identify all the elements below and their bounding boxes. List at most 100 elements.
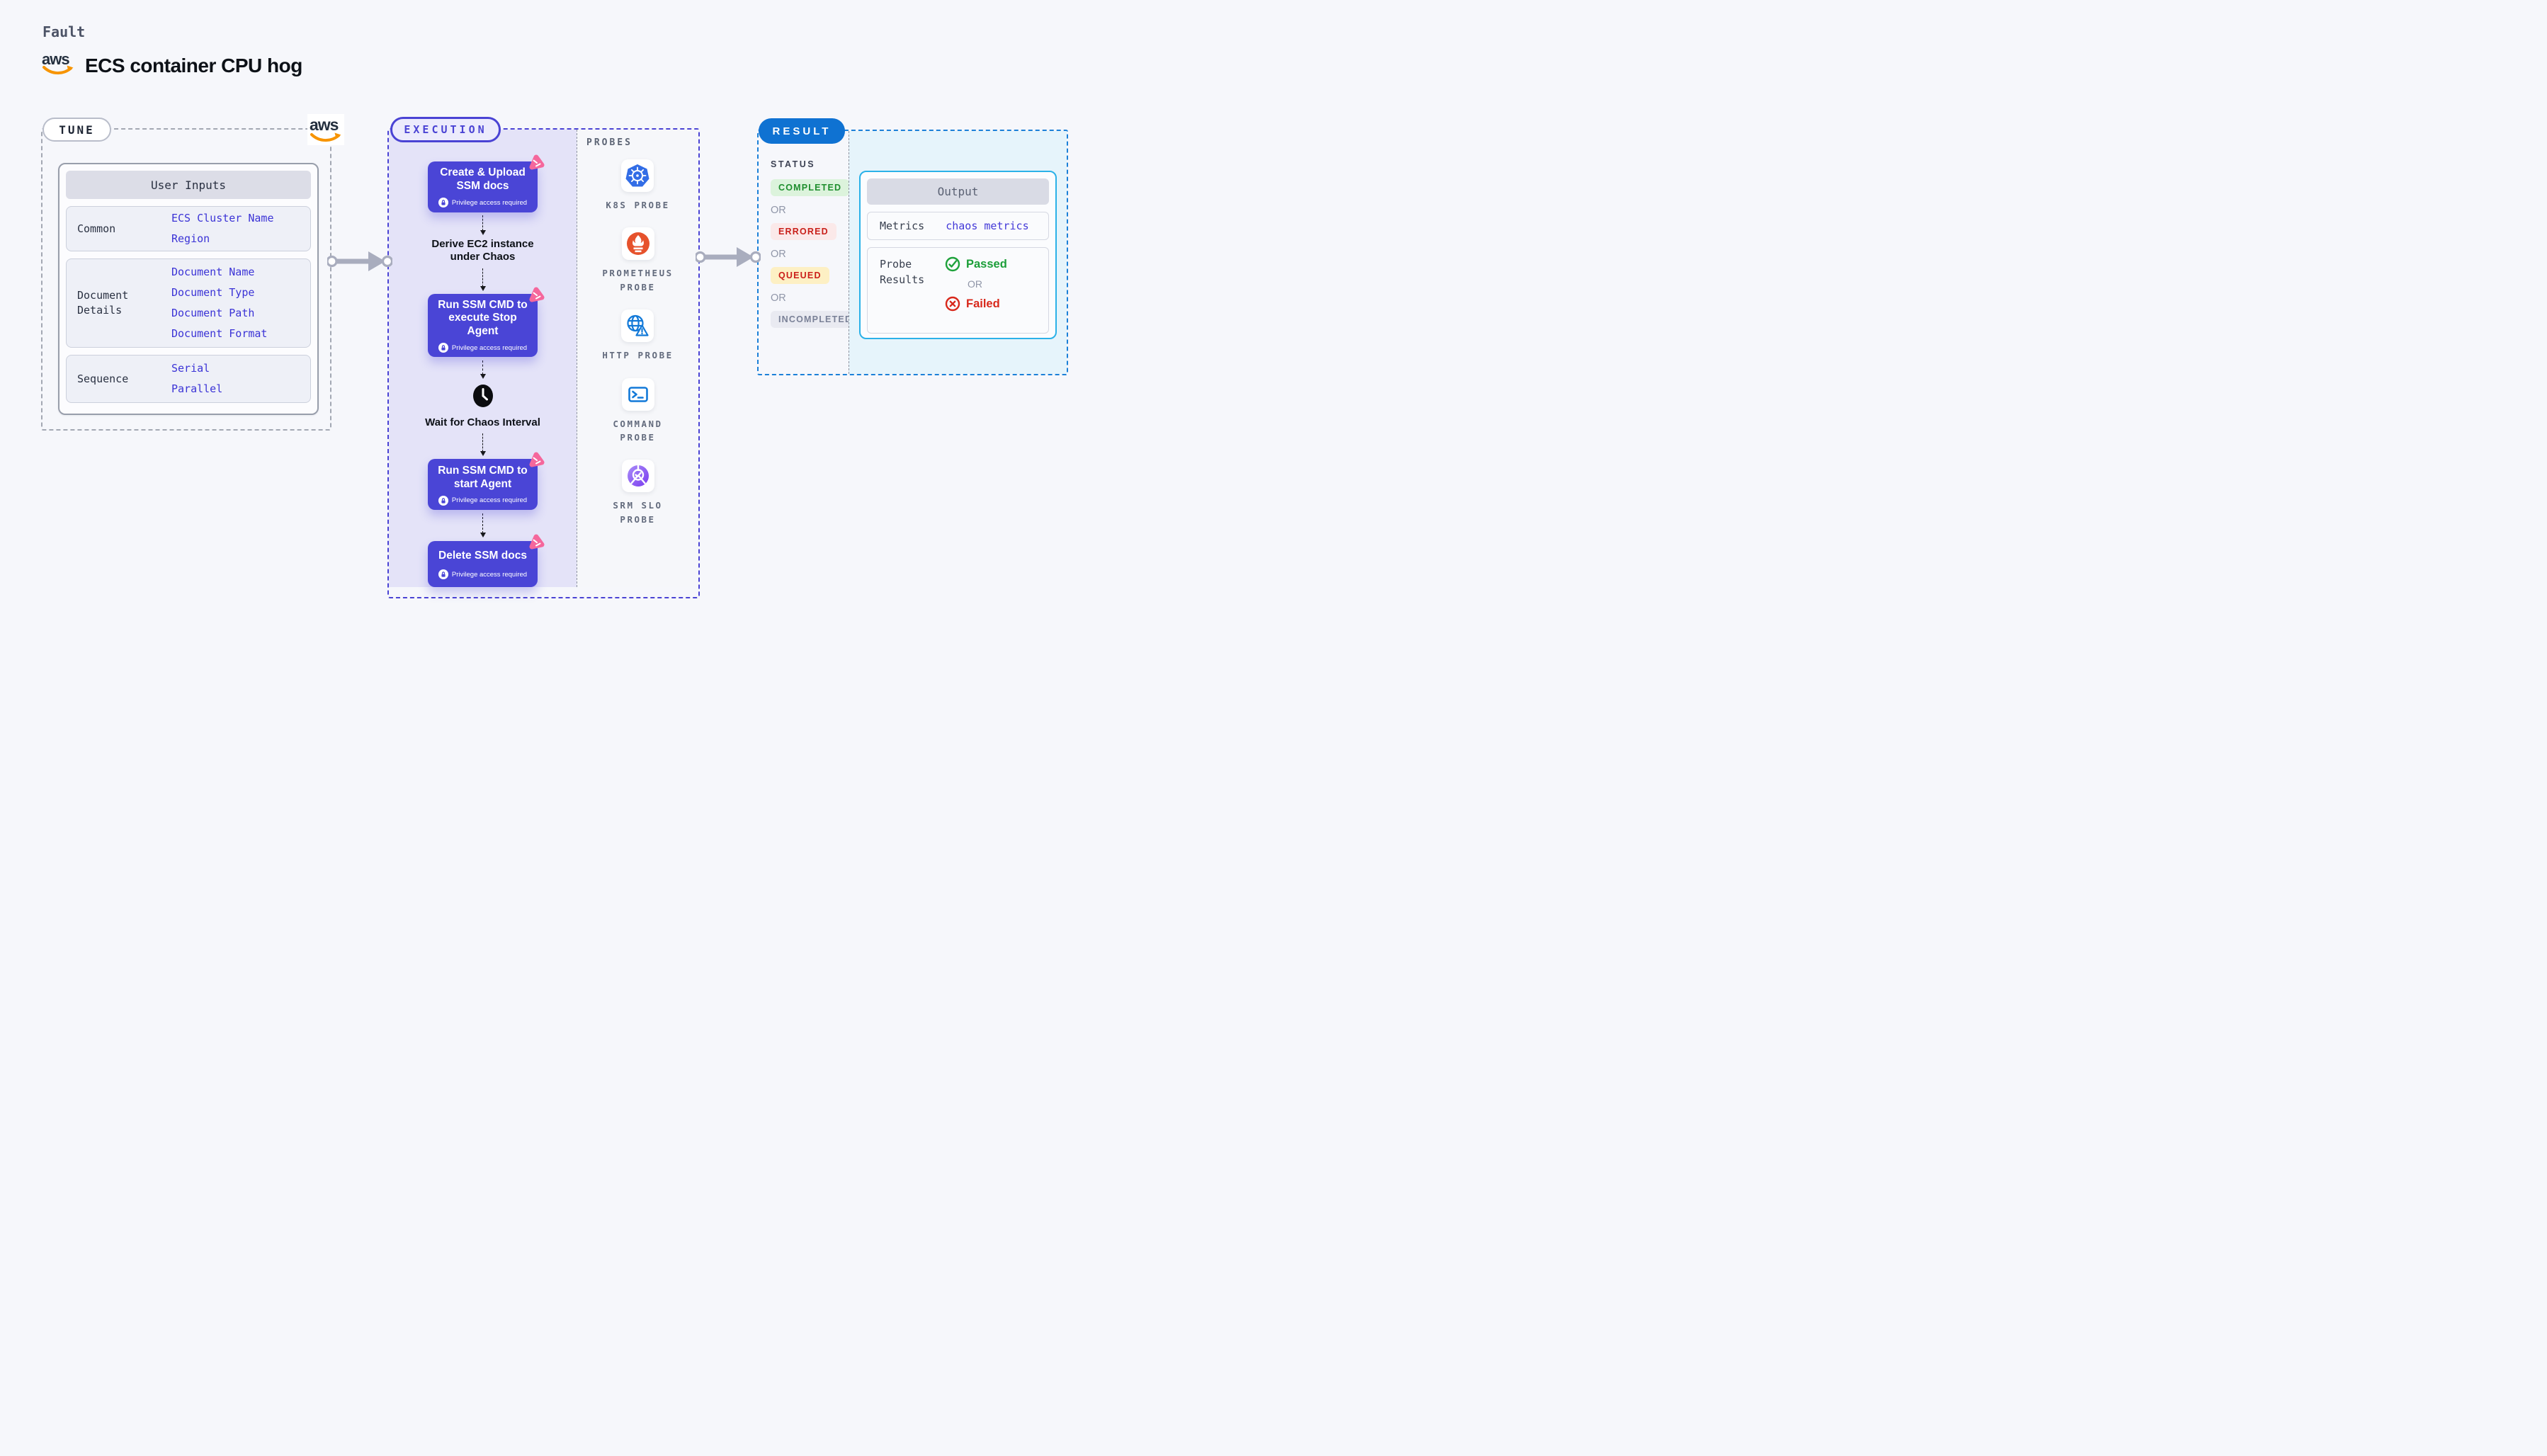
privilege-badge: Privilege access required bbox=[438, 495, 528, 506]
clock-icon bbox=[472, 383, 494, 411]
privilege-badge: Privilege access required bbox=[438, 343, 527, 353]
input-value: Document Type bbox=[171, 286, 255, 299]
input-value: Parallel bbox=[171, 382, 223, 395]
row-values: Serial Parallel bbox=[171, 356, 310, 402]
metrics-row: Metrics chaos metrics bbox=[867, 212, 1049, 240]
check-circle-icon bbox=[945, 256, 960, 272]
chaos-icon bbox=[527, 154, 545, 175]
page-title-row: aws ECS container CPU hog bbox=[41, 50, 302, 80]
privilege-text: Privilege access required bbox=[451, 343, 528, 352]
status-column: STATUS COMPLETED OR ERRORED OR QUEUED OR… bbox=[759, 131, 861, 374]
svg-text:aws: aws bbox=[310, 116, 339, 134]
input-value: Document Format bbox=[171, 327, 268, 340]
or-separator: OR bbox=[771, 249, 786, 260]
step-create-upload-ssm-docs: Create & Upload SSM docs Privilege acces… bbox=[428, 161, 538, 212]
probe-name: PROMETHEUS PROBE bbox=[602, 268, 674, 292]
svg-text:aws: aws bbox=[42, 51, 69, 68]
probe-prometheus: PROMETHEUS PROBE bbox=[596, 227, 681, 294]
row-values: Document Name Document Type Document Pat… bbox=[171, 259, 310, 347]
result-section: RESULT STATUS COMPLETED OR ERRORED OR QU… bbox=[757, 118, 1068, 375]
privilege-badge: Privilege access required bbox=[438, 569, 528, 580]
user-inputs-header: User Inputs bbox=[66, 171, 311, 199]
metrics-value: chaos metrics bbox=[946, 220, 1029, 232]
http-globe-warning-icon bbox=[621, 309, 654, 343]
tune-section: TUNE aws User Inputs Common ECS Cluster … bbox=[41, 114, 344, 431]
user-inputs-row-document-details: Document Details Document Name Document … bbox=[66, 258, 311, 348]
execution-section: EXECUTION Create & Upload SSM docs Privi… bbox=[387, 117, 700, 598]
row-values: ECS Cluster Name Region bbox=[171, 207, 310, 251]
execution-to-result-arrow-icon bbox=[694, 244, 762, 273]
user-inputs-row-sequence: Sequence Serial Parallel bbox=[66, 355, 311, 403]
probe-name: HTTP PROBE bbox=[602, 350, 674, 361]
probe-results-values: Passed OR Failed bbox=[945, 256, 1007, 333]
privilege-text: Privilege access required bbox=[451, 570, 528, 579]
failed-line: Failed bbox=[945, 296, 1007, 312]
step-run-ssm-cmd-start-agent: Run SSM CMD to start Agent Privilege acc… bbox=[428, 459, 538, 511]
or-separator: OR bbox=[771, 205, 786, 216]
row-label: Sequence bbox=[77, 372, 129, 385]
flow-connector-icon bbox=[480, 215, 486, 235]
step-delete-ssm-docs: Delete SSM docs Privilege access require… bbox=[428, 541, 538, 588]
chaos-icon bbox=[527, 286, 545, 307]
step-title: Run SSM CMD to execute Stop Agent bbox=[438, 298, 528, 338]
lock-icon bbox=[438, 343, 448, 353]
prometheus-icon bbox=[621, 227, 654, 261]
execution-steps-column: Create & Upload SSM docs Privilege acces… bbox=[389, 130, 577, 588]
page-title: ECS container CPU hog bbox=[85, 54, 302, 76]
chaos-icon bbox=[527, 533, 545, 554]
input-value: Region bbox=[171, 232, 210, 245]
row-label: Document Details bbox=[77, 289, 129, 317]
probes-label: PROBES bbox=[586, 137, 633, 148]
flow-connector-icon bbox=[480, 268, 486, 292]
privilege-badge: Privilege access required bbox=[438, 198, 528, 208]
tune-to-execution-arrow-icon bbox=[326, 249, 394, 278]
fault-diagram: Fault aws ECS container CPU hog TUNE aws… bbox=[0, 0, 1091, 623]
privilege-text: Privilege access required bbox=[451, 496, 528, 505]
input-value: Document Path bbox=[171, 307, 255, 319]
user-inputs-row-common: Common ECS Cluster Name Region bbox=[66, 206, 311, 251]
or-separator: OR bbox=[771, 292, 786, 304]
kubernetes-icon bbox=[621, 159, 654, 192]
or-separator: OR bbox=[968, 278, 982, 290]
user-inputs-card: User Inputs Common ECS Cluster Name Regi… bbox=[58, 163, 319, 415]
input-value: ECS Cluster Name bbox=[171, 212, 274, 224]
chaos-icon bbox=[527, 451, 545, 472]
fault-kicker: Fault bbox=[42, 23, 86, 40]
step-wait-chaos-interval: Wait for Chaos Interval bbox=[425, 416, 540, 428]
input-value: Serial bbox=[171, 362, 210, 375]
status-badge-errored: ERRORED bbox=[771, 223, 836, 240]
probe-command: COMMAND PROBE bbox=[596, 377, 681, 445]
status-badge-incompleted: INCOMPLETED bbox=[771, 311, 861, 328]
lock-icon bbox=[438, 495, 448, 506]
probe-srm-slo: SRM SLO PROBE bbox=[596, 460, 681, 526]
x-circle-icon bbox=[945, 296, 960, 312]
step-title: Delete SSM docs bbox=[438, 549, 527, 562]
probe-name: SRM SLO PROBE bbox=[613, 500, 663, 525]
probe-http: HTTP PROBE bbox=[602, 309, 673, 362]
input-value: Document Name bbox=[171, 266, 255, 278]
lock-icon bbox=[438, 198, 448, 208]
step-run-ssm-cmd-stop-agent: Run SSM CMD to execute Stop Agent Privil… bbox=[428, 294, 538, 357]
output-box: Output Metrics chaos metrics Probe Resul… bbox=[859, 171, 1057, 339]
privilege-text: Privilege access required bbox=[451, 198, 528, 207]
flow-connector-icon bbox=[480, 360, 486, 379]
passed-text: Passed bbox=[966, 257, 1007, 271]
probe-results-label: Probe Results bbox=[880, 258, 925, 286]
probe-name: K8S PROBE bbox=[606, 200, 670, 210]
step-title: Run SSM CMD to start Agent bbox=[438, 464, 528, 490]
probe-k8s: K8S PROBE bbox=[606, 159, 669, 212]
step-title: Create & Upload SSM docs bbox=[440, 166, 526, 193]
result-badge: RESULT bbox=[759, 118, 845, 144]
status-badge-completed: COMPLETED bbox=[771, 179, 850, 196]
aws-logo-icon: aws bbox=[41, 50, 75, 80]
output-header: Output bbox=[867, 178, 1049, 205]
probe-results-row: Probe Results Passed OR Failed bbox=[867, 247, 1049, 334]
lock-icon bbox=[438, 569, 448, 580]
aws-logo-icon: aws bbox=[307, 114, 344, 145]
result-output-panel: Output Metrics chaos metrics Probe Resul… bbox=[849, 131, 1067, 374]
status-label: STATUS bbox=[771, 159, 816, 169]
srm-slo-icon bbox=[621, 460, 654, 493]
step-derive-ec2-instance: Derive EC2 instance under Chaos bbox=[431, 237, 534, 263]
execution-badge: EXECUTION bbox=[390, 117, 501, 142]
row-label: Common bbox=[77, 222, 116, 235]
